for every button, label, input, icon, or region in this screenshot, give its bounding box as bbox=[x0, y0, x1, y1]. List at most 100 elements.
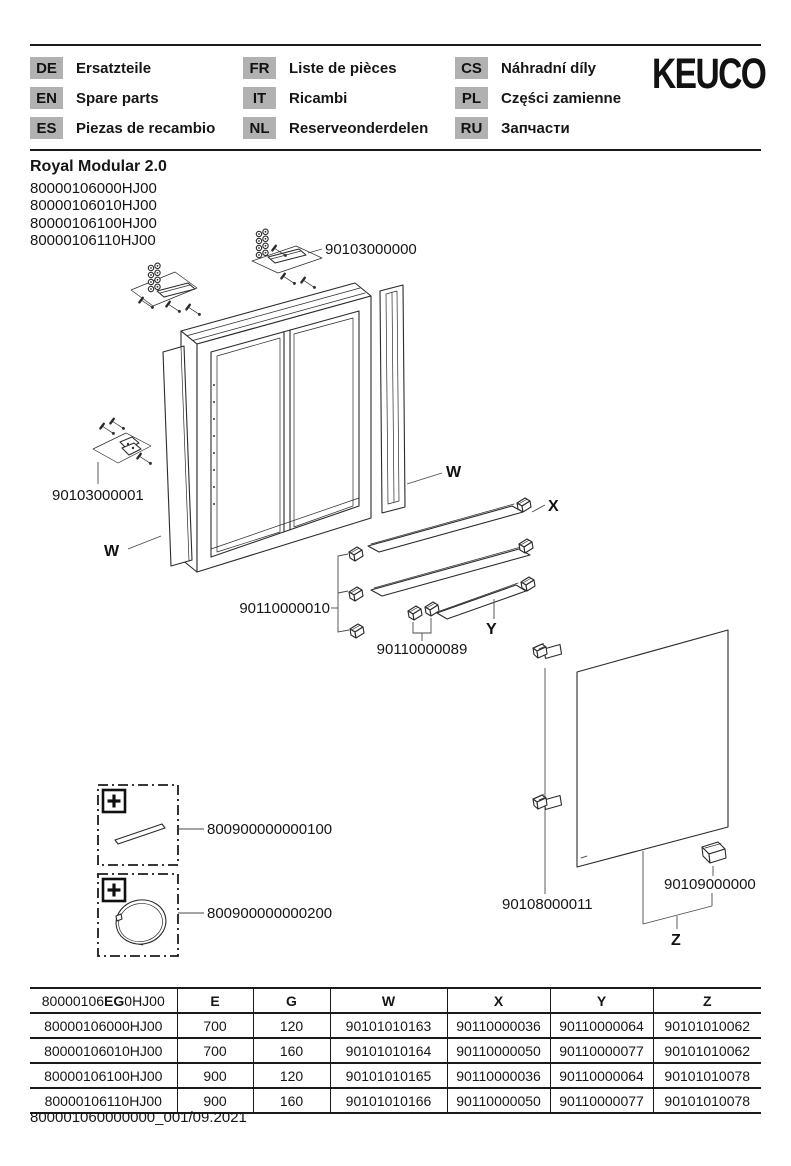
part-label-shelf-clip-small: 90110000089 bbox=[377, 641, 468, 658]
column-header-g: G bbox=[252, 988, 330, 1013]
language-column-2: FR Liste de pièces IT Ricambi NL Reserve… bbox=[243, 57, 428, 147]
table-header-row: 80000106EG0HJ00 E G W X Y Z bbox=[30, 988, 761, 1013]
cell-x: 90110000050 bbox=[446, 1038, 550, 1063]
ref-letter-z: Z bbox=[671, 932, 681, 949]
table-row: 80000106100HJ00 900 120 90101010165 9011… bbox=[30, 1063, 761, 1088]
door-bottom-clip bbox=[701, 841, 727, 876]
cell-y: 90110000077 bbox=[549, 1088, 653, 1113]
cell-e: 700 bbox=[176, 1013, 253, 1038]
glass-shelf-top bbox=[367, 503, 524, 553]
column-header-z: Z bbox=[652, 988, 761, 1013]
language-badge-nl: NL bbox=[243, 117, 276, 139]
z-bracket-leader bbox=[642, 851, 713, 929]
column-header-w: W bbox=[329, 988, 447, 1013]
side-panel-right bbox=[379, 284, 406, 514]
shelf-clips-left bbox=[331, 546, 365, 639]
language-badge-fr: FR bbox=[243, 57, 276, 79]
language-row-es: ES Piezas de recambio bbox=[30, 117, 215, 139]
cell-y: 90110000064 bbox=[549, 1063, 653, 1088]
part-label-bottom-clip: 90109000000 bbox=[664, 876, 756, 893]
cabinet-body bbox=[180, 282, 372, 573]
table-row: 80000106110HJ00 900 160 90101010166 9011… bbox=[30, 1088, 761, 1113]
product-code: 80000106000HJ00 bbox=[30, 180, 157, 197]
language-column-1: DE Ersatzteile EN Spare parts ES Piezas … bbox=[30, 57, 215, 147]
part-label-accessory-mirror: 800900000000200 bbox=[207, 905, 332, 922]
document-reference: 800001060000000_001/09.2021 bbox=[30, 1109, 247, 1126]
language-badge-es: ES bbox=[30, 117, 63, 139]
top-rule bbox=[30, 44, 761, 46]
cell-z: 90101010062 bbox=[652, 1038, 761, 1063]
language-label-it: Ricambi bbox=[289, 89, 348, 107]
ref-letter-x: X bbox=[548, 498, 559, 515]
cell-y: 90110000077 bbox=[549, 1038, 653, 1063]
cell-g: 160 bbox=[252, 1038, 330, 1063]
product-code: 80000106100HJ00 bbox=[30, 214, 157, 232]
language-badge-it: IT bbox=[243, 87, 276, 109]
glass-shelf-middle bbox=[370, 546, 531, 597]
language-row-de: DE Ersatzteile bbox=[30, 57, 215, 79]
language-row-ru: RU Запчасти bbox=[455, 117, 621, 139]
language-label-de: Ersatzteile bbox=[76, 59, 152, 77]
language-badge-ru: RU bbox=[455, 117, 488, 139]
wall-bracket bbox=[92, 417, 154, 484]
variants-table: 80000106EG0HJ00 E G W X Y Z 80000106000H… bbox=[30, 987, 761, 1114]
mounting-bracket-lower bbox=[130, 263, 203, 318]
exploded-diagram: 90103000000 W bbox=[52, 225, 756, 957]
model-pattern-cell: 80000106EG0HJ00 bbox=[41, 992, 165, 1009]
cell-g: 160 bbox=[252, 1088, 330, 1113]
language-row-en: EN Spare parts bbox=[30, 87, 215, 109]
cell-e: 900 bbox=[176, 1088, 253, 1113]
mounting-bracket-upper bbox=[251, 229, 323, 291]
keuco-logo: KEUCO bbox=[651, 50, 767, 98]
cell-model: 80000106100HJ00 bbox=[44, 1067, 163, 1084]
cell-g: 120 bbox=[252, 1013, 330, 1038]
language-badge-cs: CS bbox=[455, 57, 488, 79]
cell-x: 90110000036 bbox=[446, 1063, 550, 1088]
cell-model: 80000106000HJ00 bbox=[44, 1017, 163, 1034]
part-label-wall-bracket: 90103000001 bbox=[52, 487, 144, 504]
product-code-list: 80000106000HJ00 80000106010HJ00 80000106… bbox=[30, 180, 157, 250]
cell-z: 90101010078 bbox=[652, 1063, 761, 1088]
cell-g: 120 bbox=[252, 1063, 330, 1088]
ref-letter-y: Y bbox=[486, 621, 497, 638]
cell-z: 90101010062 bbox=[652, 1013, 761, 1038]
language-label-nl: Reserveonderdelen bbox=[289, 119, 429, 137]
ref-letter-w-right: W bbox=[446, 464, 462, 481]
language-column-3: CS Náhradní díly PL Części zamienne RU З… bbox=[455, 57, 621, 147]
cell-w: 90101010164 bbox=[329, 1038, 447, 1063]
language-label-es: Piezas de recambio bbox=[76, 119, 216, 137]
language-row-nl: NL Reserveonderdelen bbox=[243, 117, 428, 139]
cell-x: 90110000036 bbox=[446, 1013, 550, 1038]
language-label-fr: Liste de pièces bbox=[289, 59, 397, 77]
glass-shelf-small bbox=[436, 582, 527, 620]
table-row: 80000106000HJ00 700 120 90101010163 9011… bbox=[30, 1013, 761, 1038]
language-label-en: Spare parts bbox=[76, 89, 159, 107]
cell-e: 700 bbox=[176, 1038, 253, 1063]
cell-x: 90110000050 bbox=[446, 1088, 550, 1113]
ref-letter-w-left: W bbox=[104, 543, 120, 560]
language-label-cs: Náhradní díly bbox=[501, 59, 597, 77]
accessory-box-mirror bbox=[97, 873, 204, 957]
cell-e: 900 bbox=[176, 1063, 253, 1088]
cell-w: 90101010166 bbox=[329, 1088, 447, 1113]
part-label-accessory-light: 800900000000100 bbox=[207, 821, 332, 838]
column-header-y: Y bbox=[549, 988, 653, 1013]
language-row-fr: FR Liste de pièces bbox=[243, 57, 428, 79]
cell-z: 90101010078 bbox=[652, 1088, 761, 1113]
cell-w: 90101010165 bbox=[329, 1063, 447, 1088]
language-badge-en: EN bbox=[30, 87, 63, 109]
cell-w: 90101010163 bbox=[329, 1013, 447, 1038]
cell-model: 80000106110HJ00 bbox=[44, 1092, 162, 1109]
cell-y: 90110000064 bbox=[549, 1013, 653, 1038]
language-badge-de: DE bbox=[30, 57, 63, 79]
door-hinges bbox=[532, 642, 563, 894]
shelf-clips-small bbox=[407, 601, 440, 641]
series-title: Royal Modular 2.0 bbox=[30, 158, 167, 175]
side-panel-left bbox=[162, 345, 193, 567]
column-header-x: X bbox=[446, 988, 550, 1013]
product-code: 80000106110HJ00 bbox=[30, 232, 156, 250]
language-label-ru: Запчасти bbox=[501, 119, 570, 137]
language-badge-pl: PL bbox=[455, 87, 488, 109]
column-header-e: E bbox=[176, 988, 253, 1013]
